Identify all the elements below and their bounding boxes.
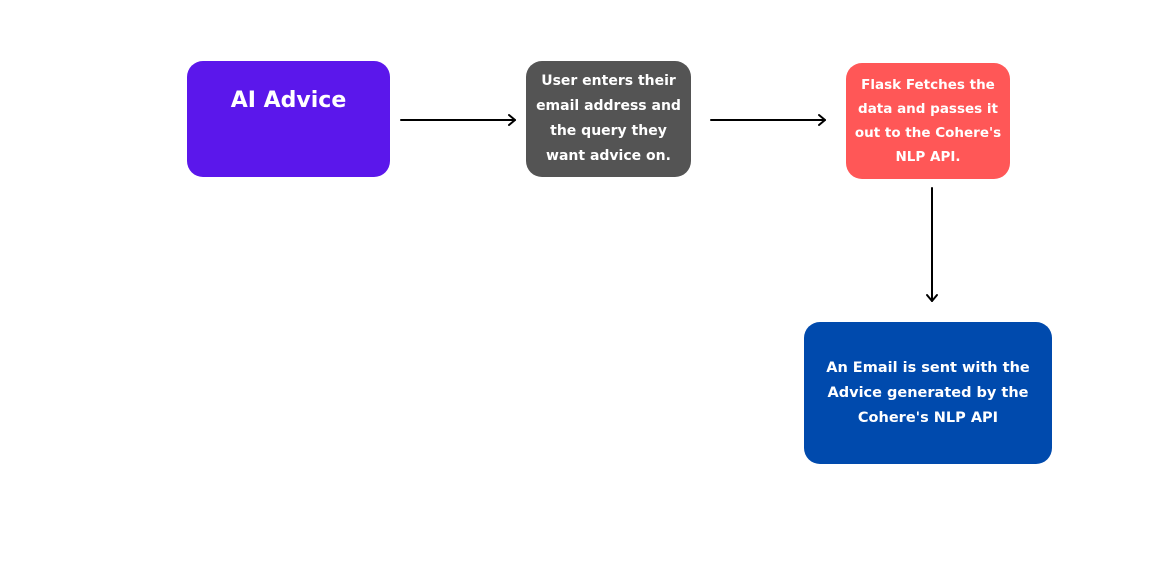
- flask-node: Flask Fetches the data and passes it out…: [846, 63, 1010, 179]
- user-input-label: User enters their email address and the …: [536, 73, 681, 164]
- email-node: An Email is sent with the Advice generat…: [804, 322, 1052, 464]
- flask-label: Flask Fetches the data and passes it out…: [854, 77, 1002, 165]
- email-label: An Email is sent with the Advice generat…: [826, 359, 1030, 426]
- arrow-user-to-flask: [710, 114, 826, 126]
- ai-advice-node: AI Advice: [187, 61, 390, 177]
- arrow-flask-to-email: [926, 187, 938, 302]
- user-input-node: User enters their email address and the …: [526, 61, 691, 177]
- arrow-ai-to-user: [400, 114, 516, 126]
- ai-advice-label: AI Advice: [230, 88, 347, 113]
